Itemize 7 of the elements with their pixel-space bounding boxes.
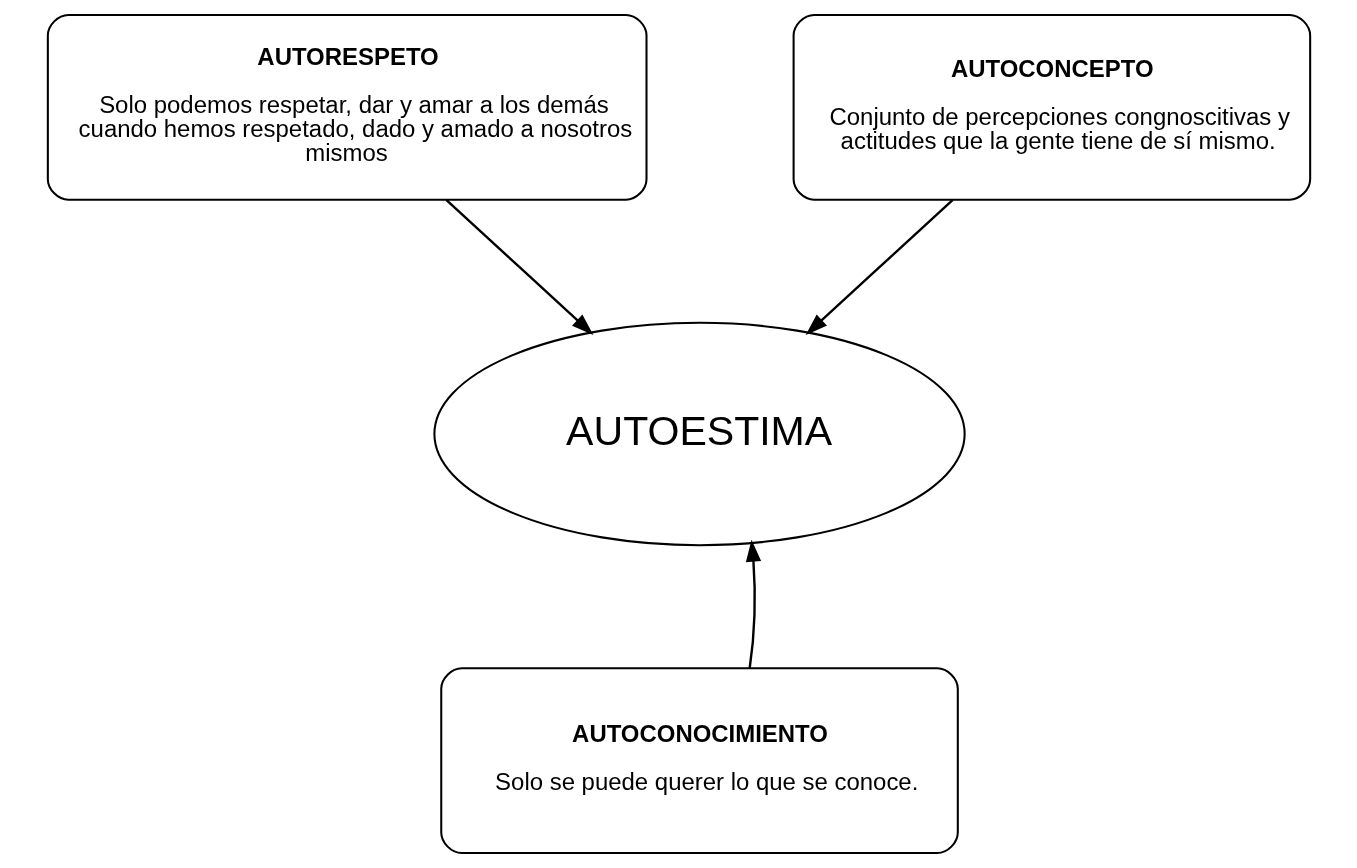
node-box: AUTORESPETO Solo podemos respetar, dar y amar a los demás cuando hemos respetado, dado y amado a nosotros mismos: [46, 13, 648, 201]
node-box: AUTOCONOCIMIENTO Solo se puede querer lo que se conoce.: [439, 667, 959, 855]
arrow: [745, 539, 761, 669]
arrow: [805, 199, 954, 335]
node-box: AUTOCONCEPTO Conjunto de percepciones congnoscitivas y actitudes que la gente tiene de sí mismo.: [792, 13, 1311, 201]
node-ellipse: AUTOESTIMA: [432, 321, 966, 547]
arrow: [444, 199, 593, 335]
